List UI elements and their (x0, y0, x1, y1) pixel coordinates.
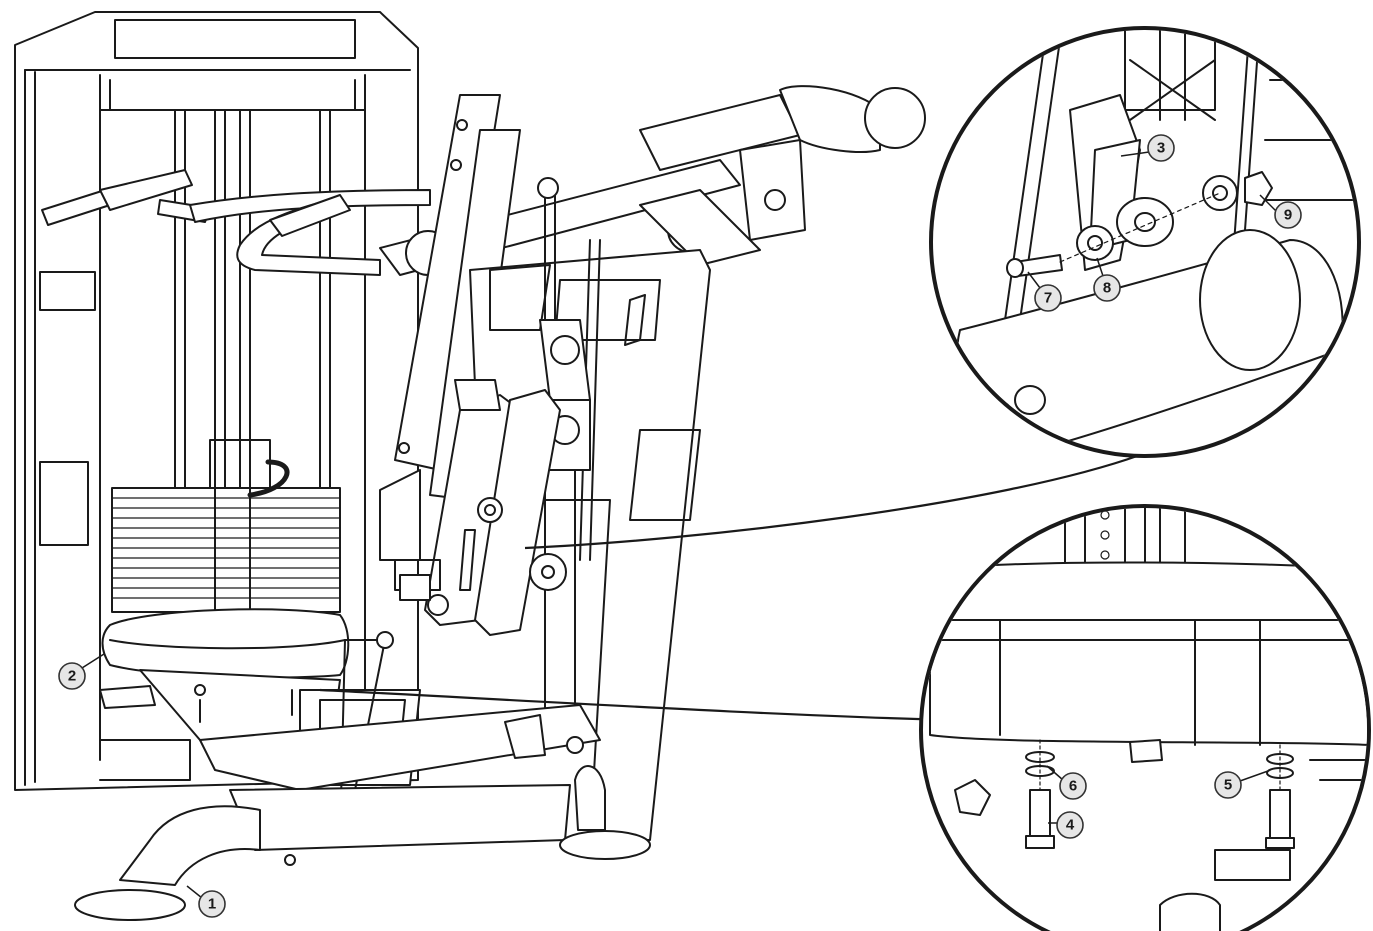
callout-5-label: 5 (1224, 777, 1232, 794)
weight-plates (111, 487, 341, 613)
callout-9: 9 (1259, 194, 1302, 229)
callout-4-label: 4 (1066, 817, 1075, 834)
base-frame (74, 704, 651, 921)
leader-lines (319, 453, 1141, 722)
callout-3-label: 3 (1157, 140, 1165, 157)
callout-8-label: 8 (1103, 280, 1111, 297)
detail-view-lower (919, 504, 1371, 931)
callout-6-label: 6 (1069, 778, 1077, 795)
callout-2: 2 (58, 653, 105, 690)
callout-5: 5 (1214, 770, 1269, 799)
callout-7-label: 7 (1044, 290, 1052, 307)
callout-9-label: 9 (1284, 207, 1292, 224)
callout-1-label: 1 (208, 896, 216, 913)
callout-1: 1 (186, 885, 226, 918)
callout-8: 8 (1093, 257, 1121, 302)
callout-7: 7 (1027, 271, 1062, 312)
callout-2-label: 2 (68, 668, 76, 685)
callout-4: 4 (1048, 811, 1084, 839)
detail-view-upper (929, 26, 1361, 458)
press-handle-bar (41, 169, 431, 276)
callout-3: 3 (1120, 134, 1175, 162)
linkage-plates (394, 379, 567, 636)
machine-main-view (14, 11, 926, 921)
callout-6: 6 (1046, 765, 1087, 800)
